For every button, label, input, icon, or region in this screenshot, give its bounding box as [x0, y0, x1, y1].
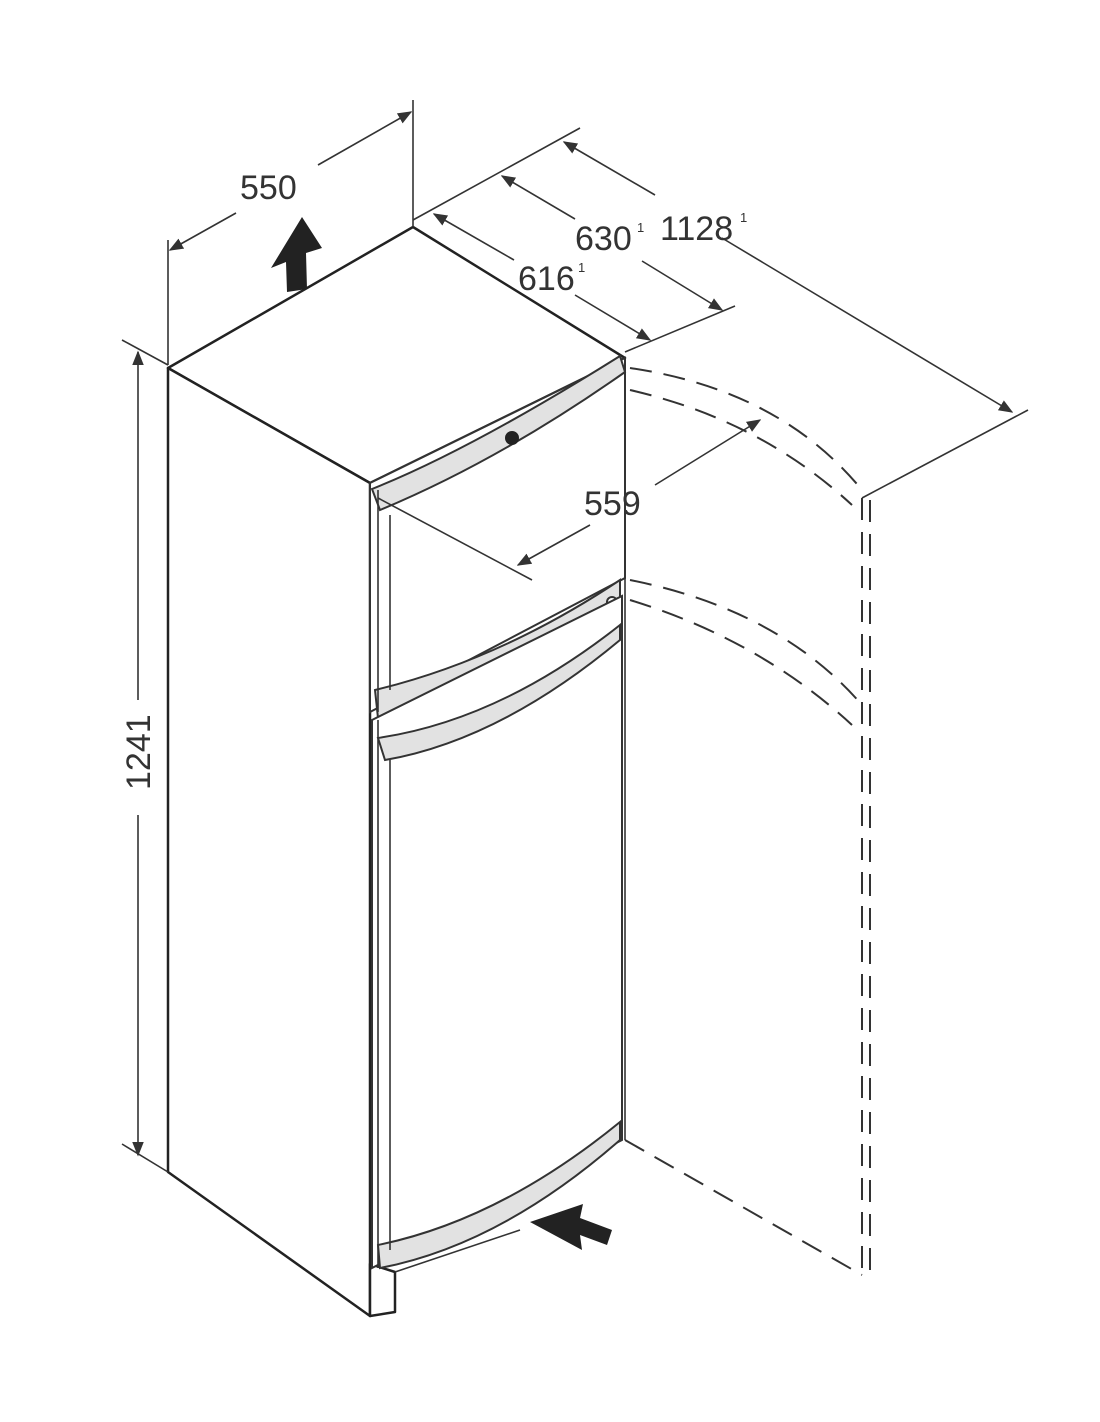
upper-door-top-trim [370, 354, 627, 512]
dimension-label-height: 1241 [120, 714, 158, 790]
extension-line [624, 305, 736, 353]
cabinet-side-face [166, 366, 372, 1318]
dimension-label-depth-closed: 616 [518, 260, 575, 298]
dimension-line [500, 175, 576, 220]
dimension-width: 550 [167, 100, 414, 365]
lower-door-panel [371, 594, 623, 1270]
dimension-line [516, 524, 591, 566]
dimension-line [168, 212, 237, 251]
extension-line [861, 409, 1029, 499]
dimension-label-door-width: 559 [584, 485, 641, 523]
upper-door-panel [369, 356, 626, 714]
footnote-mark: 1 [578, 260, 585, 275]
lower-door [371, 490, 623, 1270]
dimension-line [562, 141, 656, 196]
dimension-line [317, 111, 413, 166]
plinth-edge [394, 1229, 521, 1273]
dimension-label-width: 550 [240, 169, 297, 207]
cabinet-plinth [368, 1262, 397, 1318]
dimension-line [654, 419, 762, 486]
upper-door [369, 354, 627, 736]
extension-line [377, 497, 533, 581]
extension-line [121, 1143, 169, 1173]
extension-line [412, 127, 581, 221]
footnote-mark: 1 [637, 220, 644, 235]
dimension-depth-open: 1128 1 [562, 141, 1029, 499]
lower-door-top-trim [376, 622, 621, 762]
open-door-arc-top-inner [629, 389, 853, 506]
dimension-depth-closed: 616 1 [412, 127, 736, 353]
dimension-label-depth-open: 1128 [660, 210, 733, 248]
dimension-depth-handle: 630 1 [500, 175, 724, 311]
lower-door-bottom-trim [376, 1119, 621, 1270]
dimension-line [574, 294, 652, 341]
dimension-line [721, 237, 1014, 413]
dimension-line [641, 260, 724, 311]
fridge-cabinet [166, 225, 627, 1318]
up-arrow-icon [271, 217, 322, 292]
dimension-height: 1241 [120, 339, 169, 1173]
extension-line [121, 339, 169, 366]
open-door-arc-mid-inner [629, 599, 853, 726]
dimension-door-width: 559 [377, 419, 762, 581]
open-door-bottom [624, 1139, 863, 1276]
dimension-label-depth-handle: 630 [575, 220, 632, 258]
control-knob-icon [505, 431, 519, 445]
footnote-mark: 1 [740, 210, 747, 225]
dimension-line [432, 213, 515, 261]
right-arrow-icon [530, 1204, 612, 1250]
open-door-arc-mid [629, 579, 863, 706]
open-door-outline [624, 367, 871, 1276]
open-door-arc-top [629, 367, 863, 491]
